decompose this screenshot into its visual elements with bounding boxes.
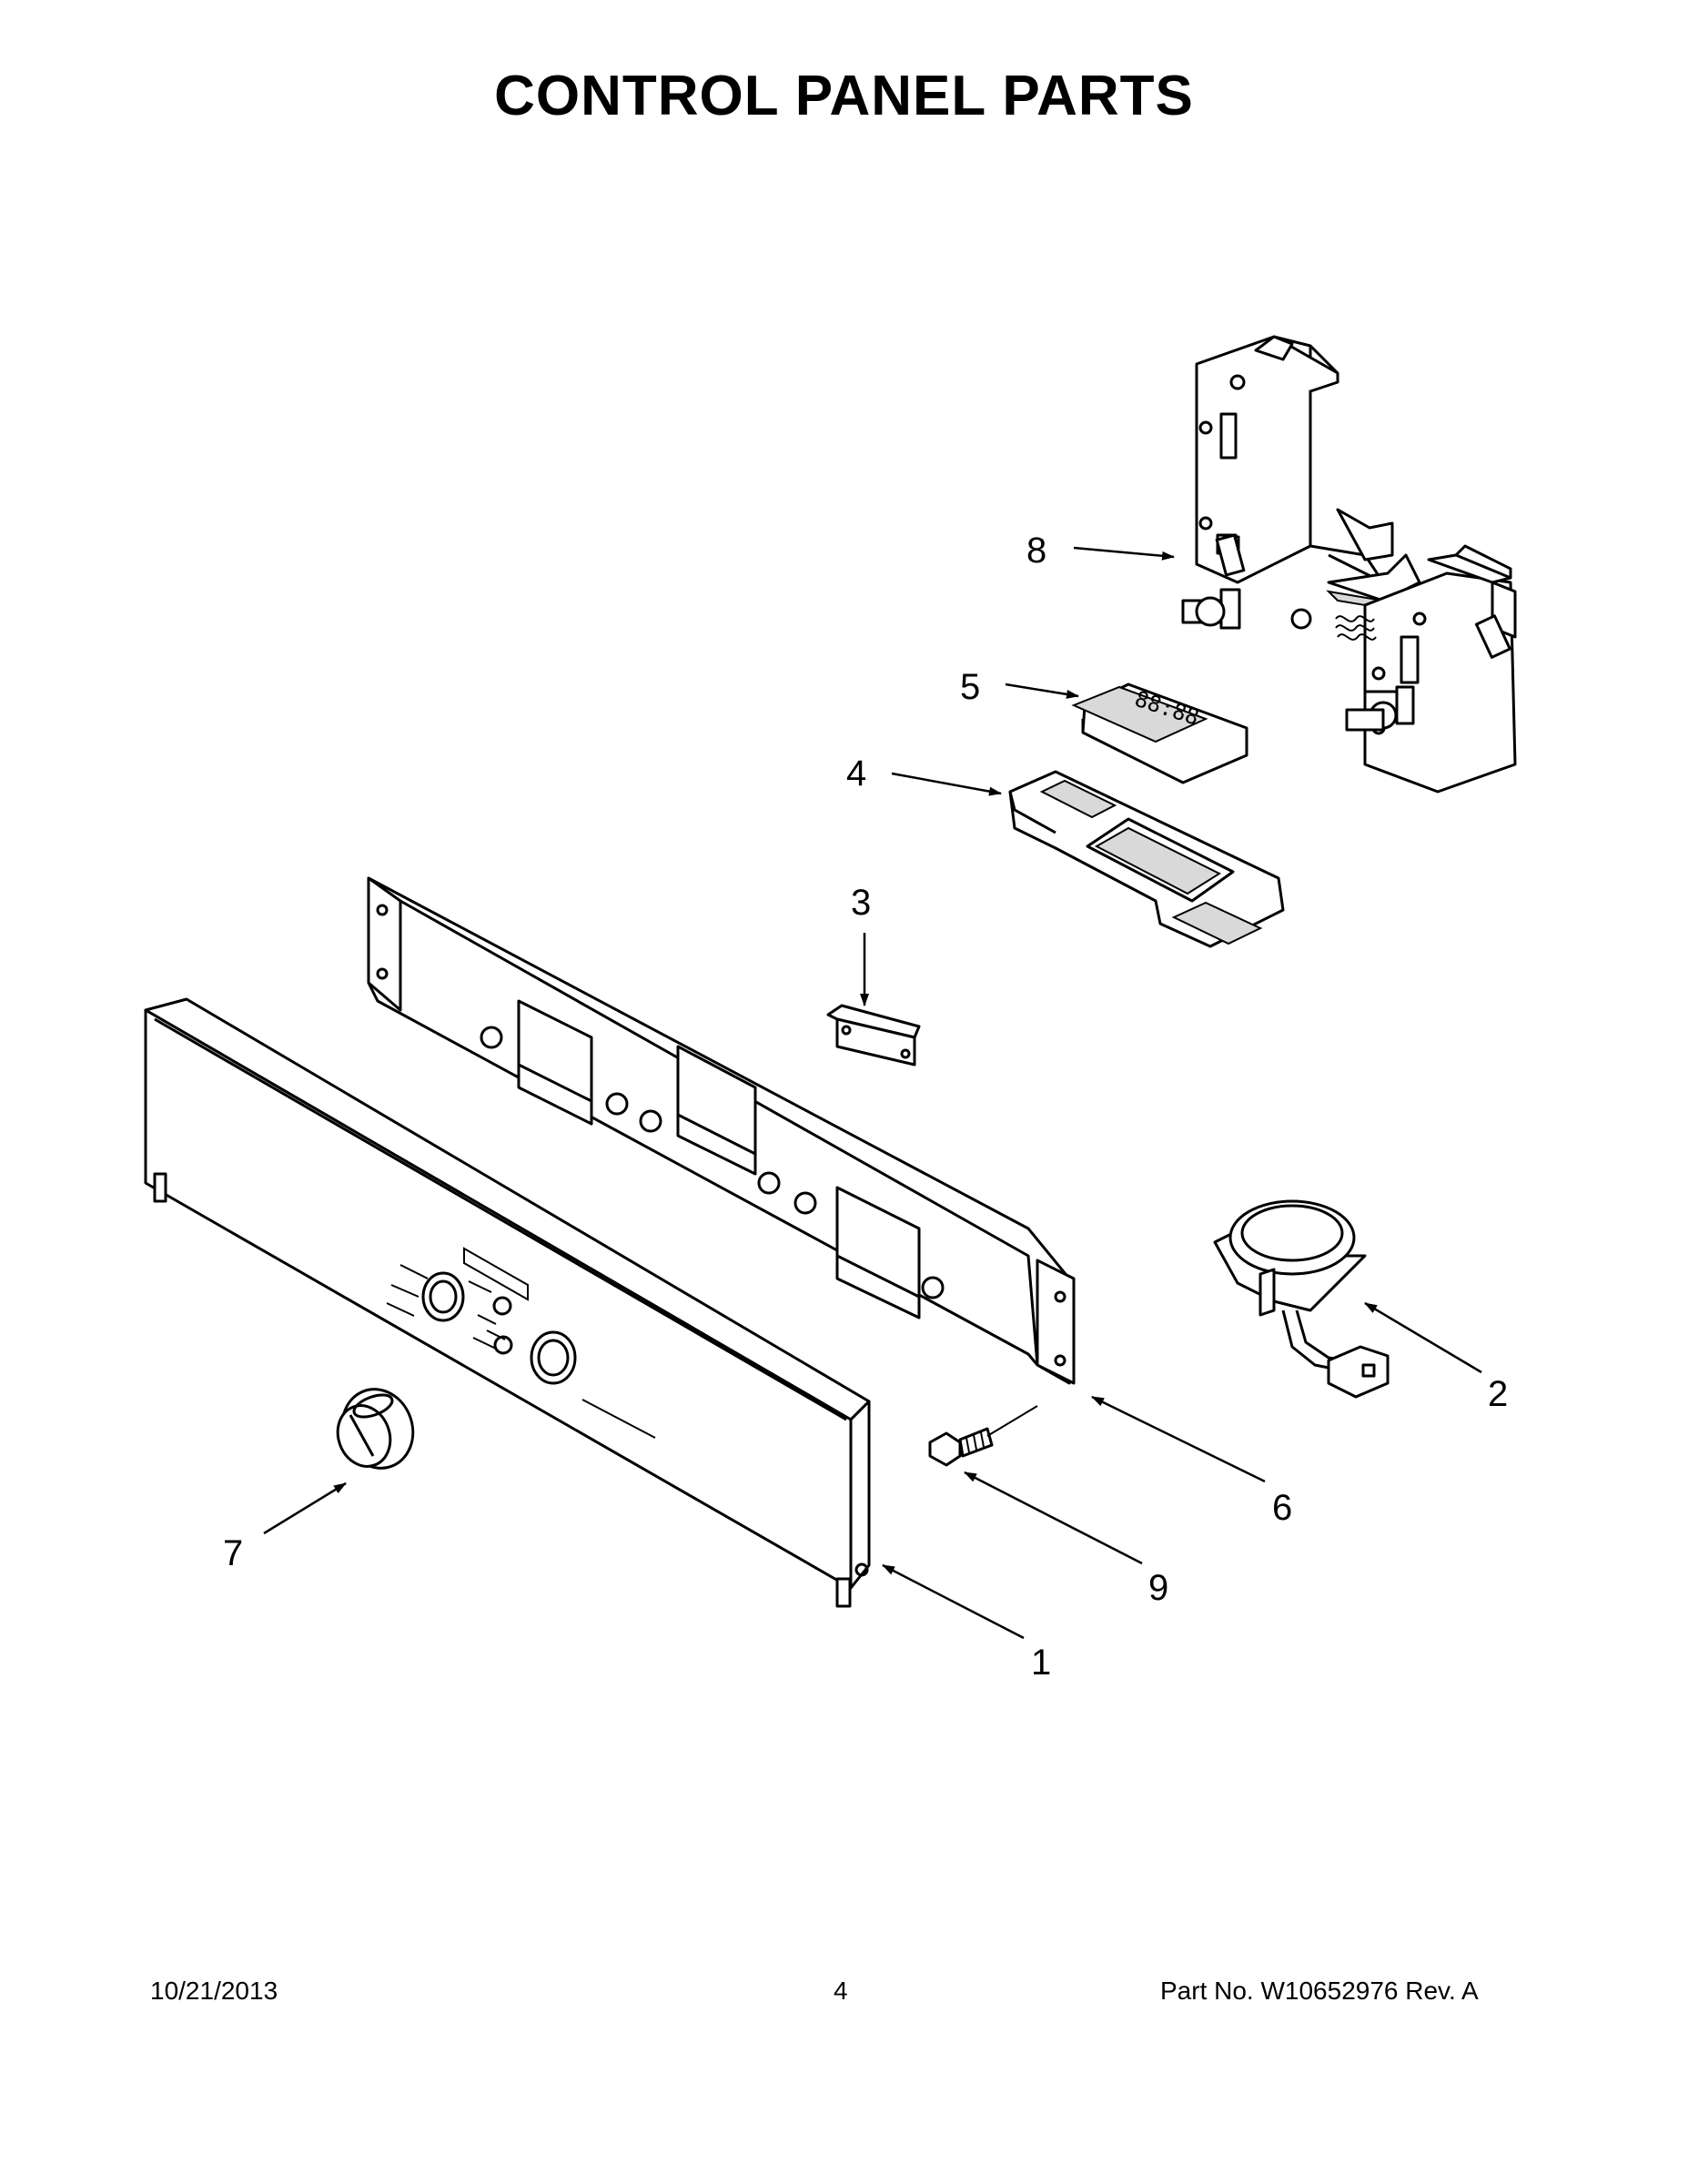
leader-7 — [263, 1481, 347, 1535]
page-title: CONTROL PANEL PARTS — [494, 65, 1194, 127]
part-1-front-panel — [144, 997, 871, 1608]
leader-8 — [1073, 546, 1175, 561]
leader-6 — [1091, 1395, 1266, 1483]
callout-7: 7 — [223, 1533, 243, 1573]
footer-page-number: 4 — [834, 1977, 848, 2005]
footer-part-number: Part No. W10652976 Rev. A — [1160, 1977, 1479, 2005]
leader-2 — [1364, 1301, 1482, 1374]
callout-labels: 8 5 4 3 2 6 9 1 7 — [223, 531, 1508, 1683]
part-7-knob — [336, 1388, 415, 1470]
part-9-screw — [928, 1405, 1038, 1467]
leader-lines — [263, 546, 1482, 1640]
footer-date: 10/21/2013 — [150, 1977, 278, 2005]
callout-4: 4 — [846, 753, 866, 794]
callout-3: 3 — [851, 883, 871, 923]
callout-1: 1 — [1031, 1643, 1051, 1683]
callout-5: 5 — [960, 667, 980, 707]
part-3-clip — [826, 1004, 921, 1067]
callout-8: 8 — [1026, 531, 1046, 571]
part-6-back-panel — [367, 876, 1076, 1385]
part-8-switch-assembly — [1181, 335, 1517, 794]
leader-4 — [891, 772, 1002, 796]
leader-1 — [882, 1563, 1025, 1640]
leader-9 — [964, 1471, 1143, 1565]
callout-6: 6 — [1272, 1488, 1292, 1528]
leader-5 — [1005, 682, 1079, 699]
part-5-clock-board: 88:88 — [1071, 682, 1248, 784]
callout-2: 2 — [1488, 1374, 1508, 1414]
part-4-bracket — [1008, 770, 1285, 948]
callout-9: 9 — [1148, 1568, 1168, 1608]
part-2-light-socket — [1213, 1199, 1390, 1399]
